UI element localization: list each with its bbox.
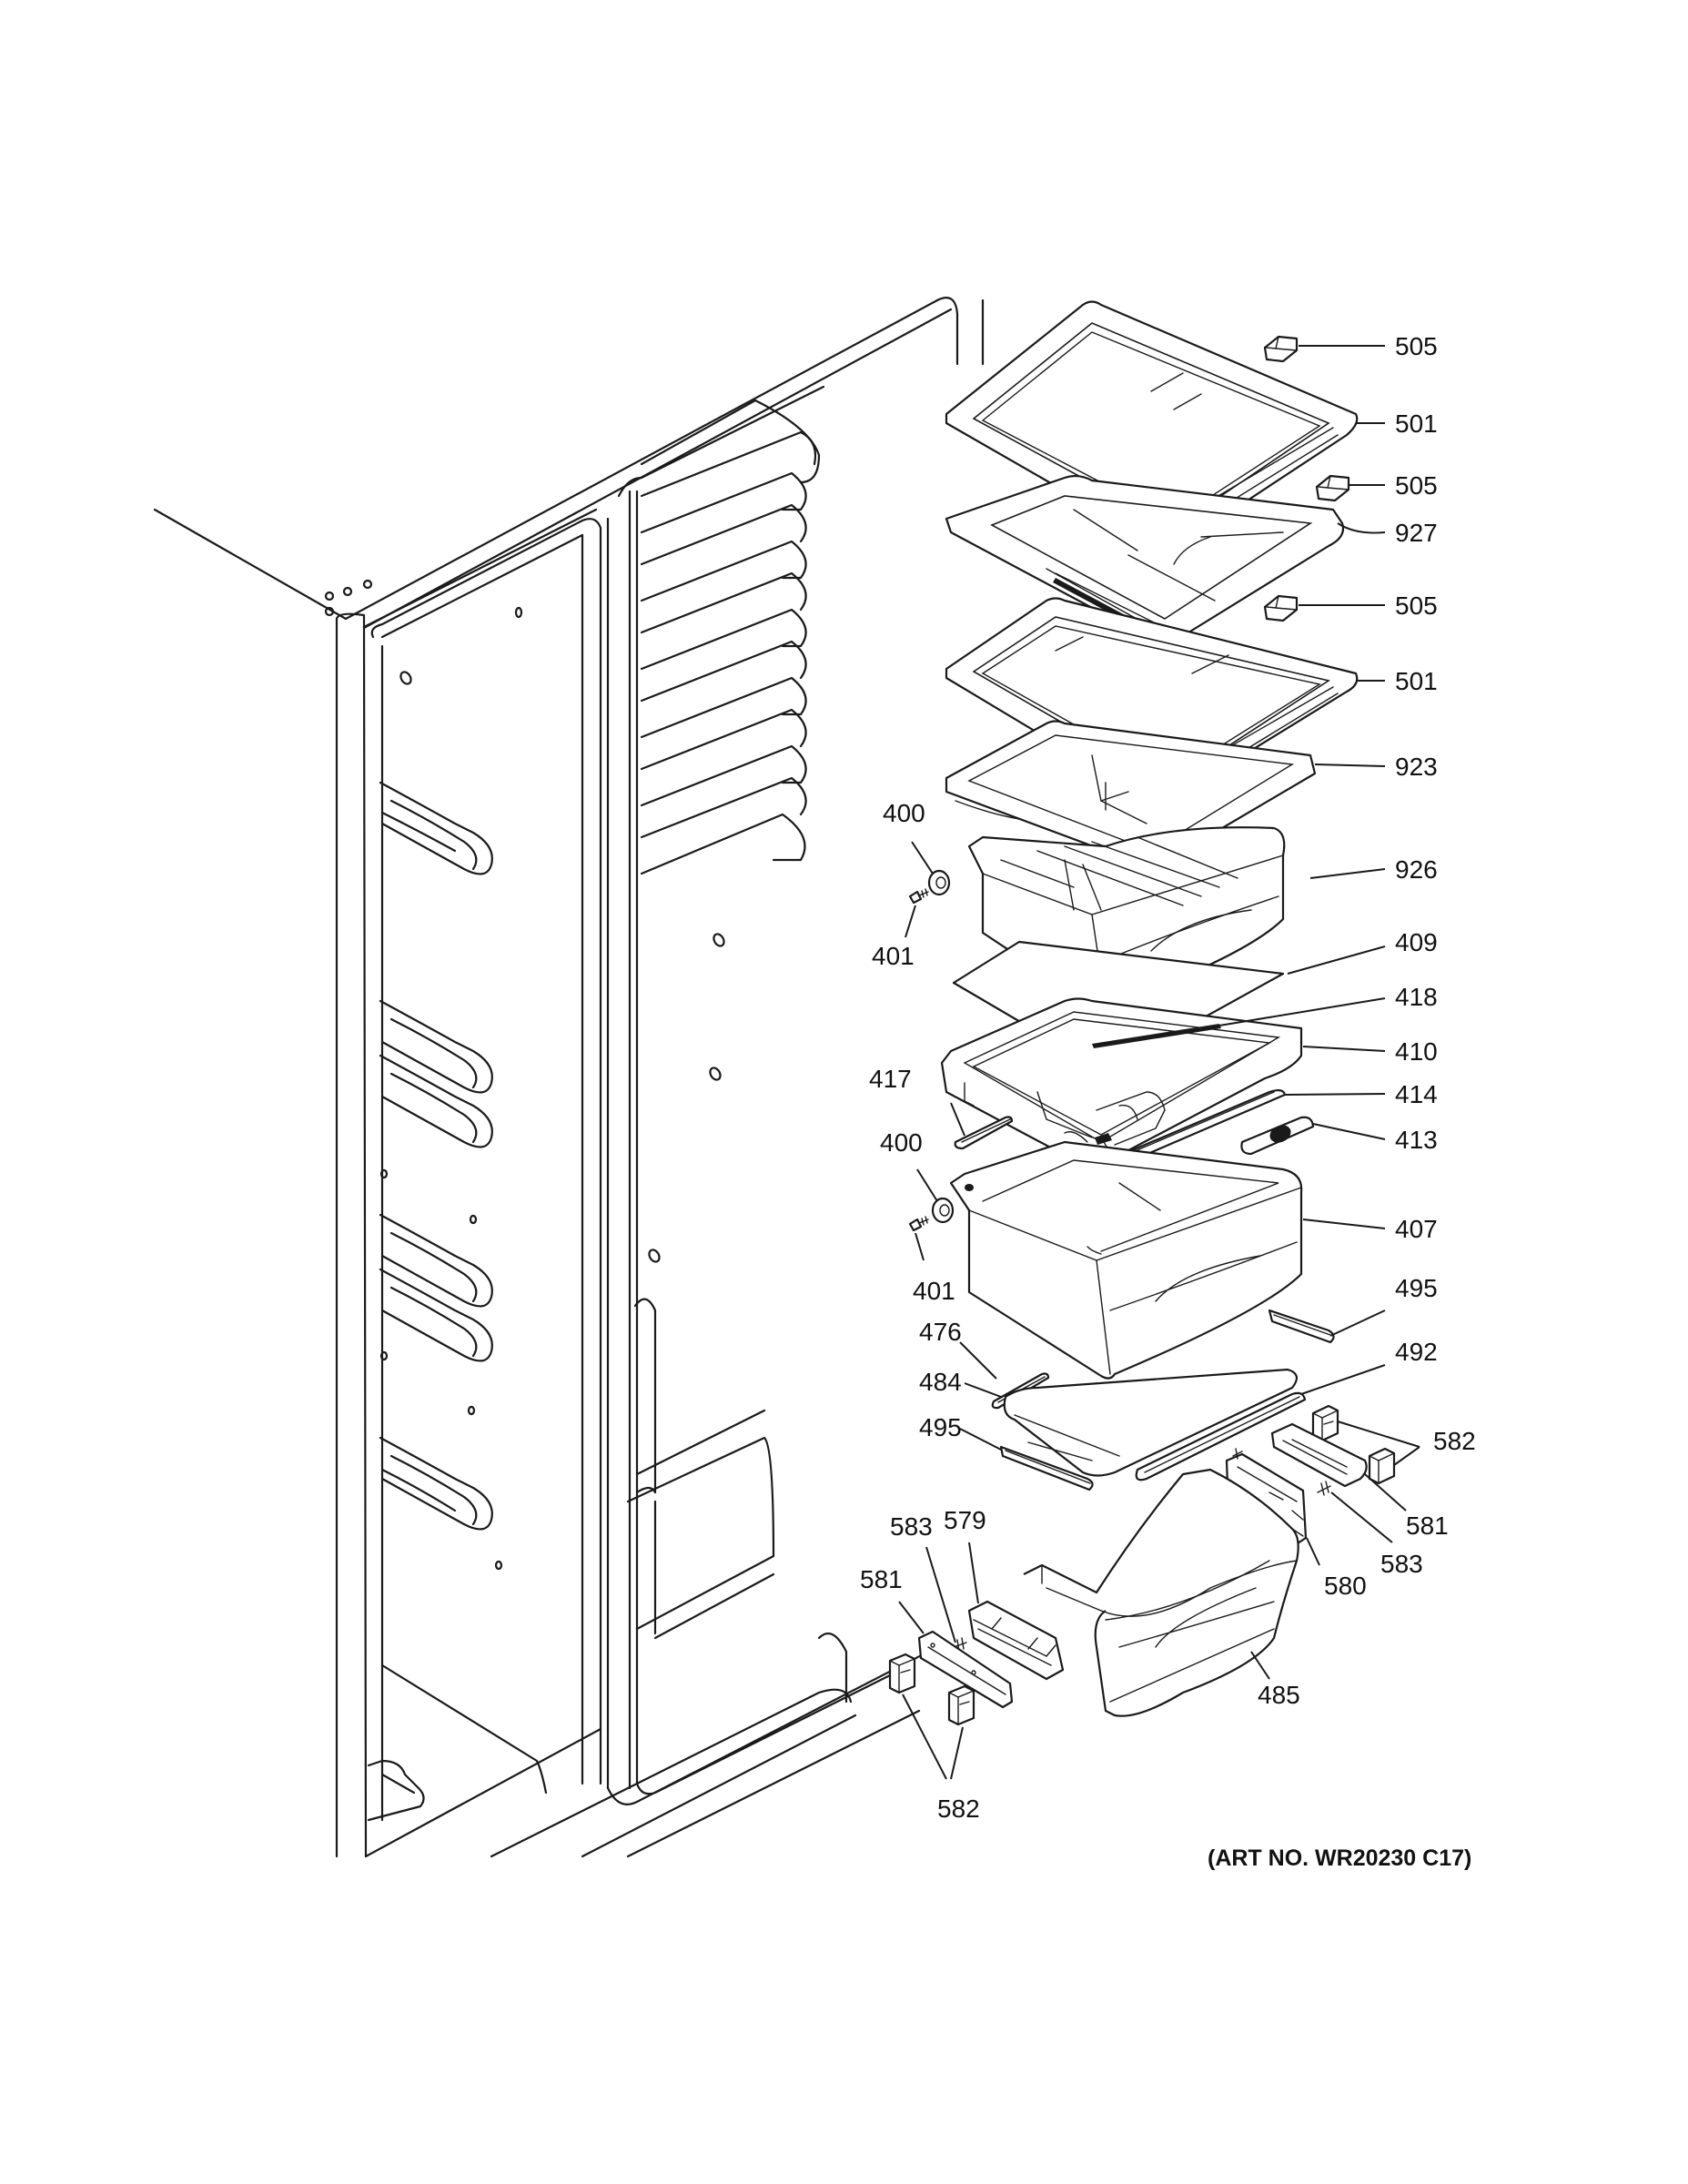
callout-495-left: 495 xyxy=(919,1413,962,1441)
callout-926: 926 xyxy=(1395,855,1438,884)
slide-581-right xyxy=(1270,1422,1368,1488)
screw-583-right xyxy=(1317,1481,1331,1496)
crisper-drawer-407 xyxy=(949,1140,1303,1380)
refrigerator-cabinet xyxy=(153,297,985,1858)
knob-400-upper xyxy=(927,869,951,896)
leader-lines xyxy=(898,345,1420,1780)
shelf-clip-505-middle xyxy=(1315,474,1350,502)
rail-414 xyxy=(1117,1088,1287,1162)
screw-lower-right xyxy=(1232,1448,1243,1460)
crisper-cover-410 xyxy=(940,997,1303,1175)
pan-cover-484 xyxy=(1003,1368,1299,1477)
callout-501-top: 501 xyxy=(1395,410,1438,438)
trim-492 xyxy=(1135,1391,1307,1481)
rail-495-left xyxy=(999,1445,1094,1491)
art-number: (ART NO. WR20230 C17) xyxy=(1208,1845,1471,1871)
callout-476: 476 xyxy=(919,1318,962,1346)
slide-579 xyxy=(967,1600,1065,1681)
air-duct-fins xyxy=(640,399,821,875)
callout-401-upper: 401 xyxy=(872,942,915,970)
callout-582-left: 582 xyxy=(937,1795,980,1823)
callout-414: 414 xyxy=(1395,1080,1438,1108)
callout-410: 410 xyxy=(1395,1037,1438,1066)
callout-505-top: 505 xyxy=(1395,332,1438,360)
callout-401-lower: 401 xyxy=(913,1277,955,1305)
door-shelf-4 xyxy=(379,1436,493,1531)
callout-579: 579 xyxy=(944,1506,986,1534)
callout-923: 923 xyxy=(1395,753,1438,781)
roller-582-b xyxy=(1368,1447,1396,1485)
rail-417 xyxy=(954,1116,1014,1150)
callout-582-right: 582 xyxy=(1433,1427,1476,1455)
door-shelf-1 xyxy=(379,781,493,875)
callout-407: 407 xyxy=(1395,1215,1438,1243)
callout-492: 492 xyxy=(1395,1338,1438,1366)
callout-581-right: 581 xyxy=(1406,1512,1449,1540)
callout-583-left: 583 xyxy=(890,1512,933,1541)
callout-409: 409 xyxy=(1395,928,1438,956)
shelf-927 xyxy=(945,474,1345,645)
callout-583-right: 583 xyxy=(1380,1550,1423,1578)
callout-485: 485 xyxy=(1258,1681,1300,1709)
rail-495-right xyxy=(1268,1309,1335,1344)
roller-582-c xyxy=(888,1653,916,1694)
callout-505-lower: 505 xyxy=(1395,592,1438,620)
slide-418 xyxy=(1092,1024,1221,1048)
callout-580: 580 xyxy=(1324,1572,1367,1600)
pan-485 xyxy=(1023,1468,1299,1717)
callout-501-lower: 501 xyxy=(1395,667,1438,695)
door-shelf-3 xyxy=(379,1213,493,1362)
callout-484: 484 xyxy=(919,1368,962,1396)
roller-582-d xyxy=(947,1684,975,1726)
callout-400-upper: 400 xyxy=(883,799,925,827)
callout-400-lower: 400 xyxy=(880,1128,923,1157)
control-rod-413 xyxy=(1240,1116,1315,1156)
shelf-clip-505-top xyxy=(1263,335,1299,363)
callout-labels: 505 501 505 927 505 501 923 926 409 418 … xyxy=(860,332,1476,1823)
shelf-clip-505-lower xyxy=(1263,594,1299,622)
callout-927: 927 xyxy=(1395,519,1438,547)
door-shelf-2 xyxy=(379,999,493,1148)
callout-495-right: 495 xyxy=(1395,1274,1438,1302)
callout-581-left: 581 xyxy=(860,1565,903,1593)
callout-505-middle: 505 xyxy=(1395,471,1438,500)
screw-401-lower xyxy=(908,1216,929,1232)
screw-401-upper xyxy=(908,888,929,905)
knob-400-lower xyxy=(931,1197,955,1224)
slide-581-left xyxy=(917,1630,1014,1709)
callout-413: 413 xyxy=(1395,1126,1438,1154)
callout-417: 417 xyxy=(869,1065,912,1093)
callout-418: 418 xyxy=(1395,983,1438,1011)
